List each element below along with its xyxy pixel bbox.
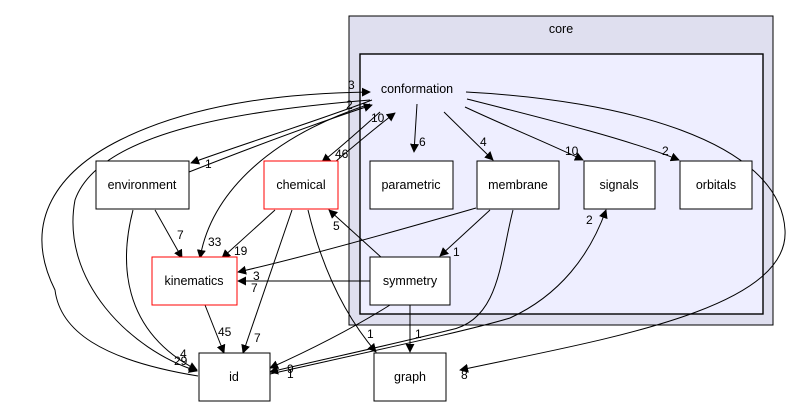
- node-graph-label: graph: [394, 370, 426, 384]
- edge-kinematics-id[interactable]: [204, 304, 226, 354]
- edge-membrane-symmetry[interactable]: [439, 209, 491, 257]
- edge-conformation-parametric[interactable]: [410, 103, 419, 153]
- node-parametric[interactable]: parametric: [369, 160, 454, 210]
- edge-conformation-chemical[interactable]: [321, 111, 381, 163]
- edge-label: 8: [461, 368, 468, 382]
- edge-conformation-id[interactable]: [72, 99, 371, 373]
- edge-label: 7: [177, 228, 184, 242]
- edge-chemical-conformation[interactable]: [334, 112, 396, 163]
- edge-label: 2: [346, 98, 353, 112]
- node-graph[interactable]: graph: [373, 352, 447, 402]
- node-orbitals[interactable]: orbitals: [679, 160, 753, 210]
- edge-label: 3: [348, 78, 355, 92]
- node-conformation-label: conformation: [381, 82, 453, 96]
- edge-label: 1: [453, 245, 460, 259]
- edge-symmetry-chemical[interactable]: [328, 209, 383, 259]
- edge-label: 4: [180, 347, 187, 361]
- edge-label: 5: [333, 219, 340, 233]
- edge-environment-conformation[interactable]: [188, 103, 373, 173]
- edge-label: 1: [287, 367, 294, 381]
- node-conformation[interactable]: conformation: [381, 82, 453, 96]
- edge-label: 4: [480, 135, 487, 149]
- edge-label: 45: [218, 325, 232, 339]
- node-symmetry-label: symmetry: [383, 274, 438, 288]
- edge-environment-id[interactable]: [126, 209, 198, 371]
- node-orbitals-label: orbitals: [696, 178, 736, 192]
- node-kinematics-label: kinematics: [164, 274, 223, 288]
- edge-label: 10: [565, 144, 579, 158]
- node-id-label: id: [229, 370, 239, 384]
- node-chemical[interactable]: chemical: [263, 160, 339, 210]
- cluster-core-label: core: [549, 22, 573, 36]
- node-parametric-label: parametric: [381, 178, 440, 192]
- node-signals[interactable]: signals: [583, 160, 656, 210]
- node-environment[interactable]: environment: [95, 160, 190, 210]
- edge-conformation-graph[interactable]: [459, 91, 786, 373]
- edge-label: 19: [234, 244, 248, 258]
- edge-label: 1: [205, 157, 212, 171]
- edge-conformation-membrane[interactable]: [443, 111, 494, 161]
- edge-label: 33: [208, 235, 222, 249]
- node-membrane-label: membrane: [488, 178, 548, 192]
- edge-membrane-id[interactable]: [269, 209, 514, 375]
- edge-symmetry-id[interactable]: [269, 304, 391, 369]
- node-chemical-label: chemical: [276, 178, 325, 192]
- node-symmetry[interactable]: symmetry: [369, 256, 451, 306]
- node-membrane[interactable]: membrane: [476, 160, 560, 210]
- edge-label: 7: [254, 331, 261, 345]
- edge-label: 2: [586, 213, 593, 227]
- edge-chemical-graph[interactable]: [307, 209, 377, 353]
- node-signals-label: signals: [600, 178, 639, 192]
- edge-conformation-kinematics[interactable]: [196, 103, 371, 259]
- node-kinematics[interactable]: kinematics: [151, 256, 238, 306]
- edge-label: 7: [251, 281, 258, 295]
- edges: [41, 87, 786, 377]
- edge-label: 6: [419, 135, 426, 149]
- edge-label: 3: [253, 269, 260, 283]
- edge-labels: 6 4 10 2 8 1 46 33 29 2 7 4 10 19 7 1 3 …: [174, 78, 669, 382]
- edge-label: 46: [335, 147, 349, 161]
- edge-label: 2: [662, 144, 669, 158]
- edge-label: 10: [371, 111, 385, 125]
- edge-environment-kinematics[interactable]: [154, 209, 183, 259]
- edge-conformation-signals[interactable]: [464, 106, 584, 161]
- edge-conformation-orbitals[interactable]: [466, 98, 680, 162]
- edge-chemical-kinematics[interactable]: [221, 209, 276, 259]
- edge-label: 1: [415, 327, 422, 341]
- edge-conformation-environment[interactable]: [190, 99, 373, 165]
- edge-id-signals[interactable]: [269, 209, 608, 375]
- edge-id-conformation[interactable]: [41, 87, 371, 377]
- edge-label: 1: [367, 327, 374, 341]
- edge-membrane-kinematics[interactable]: [237, 207, 477, 275]
- node-environment-label: environment: [108, 178, 177, 192]
- node-id[interactable]: id: [198, 352, 271, 402]
- edge-label: 29: [174, 354, 188, 368]
- edge-label: 9: [287, 362, 294, 376]
